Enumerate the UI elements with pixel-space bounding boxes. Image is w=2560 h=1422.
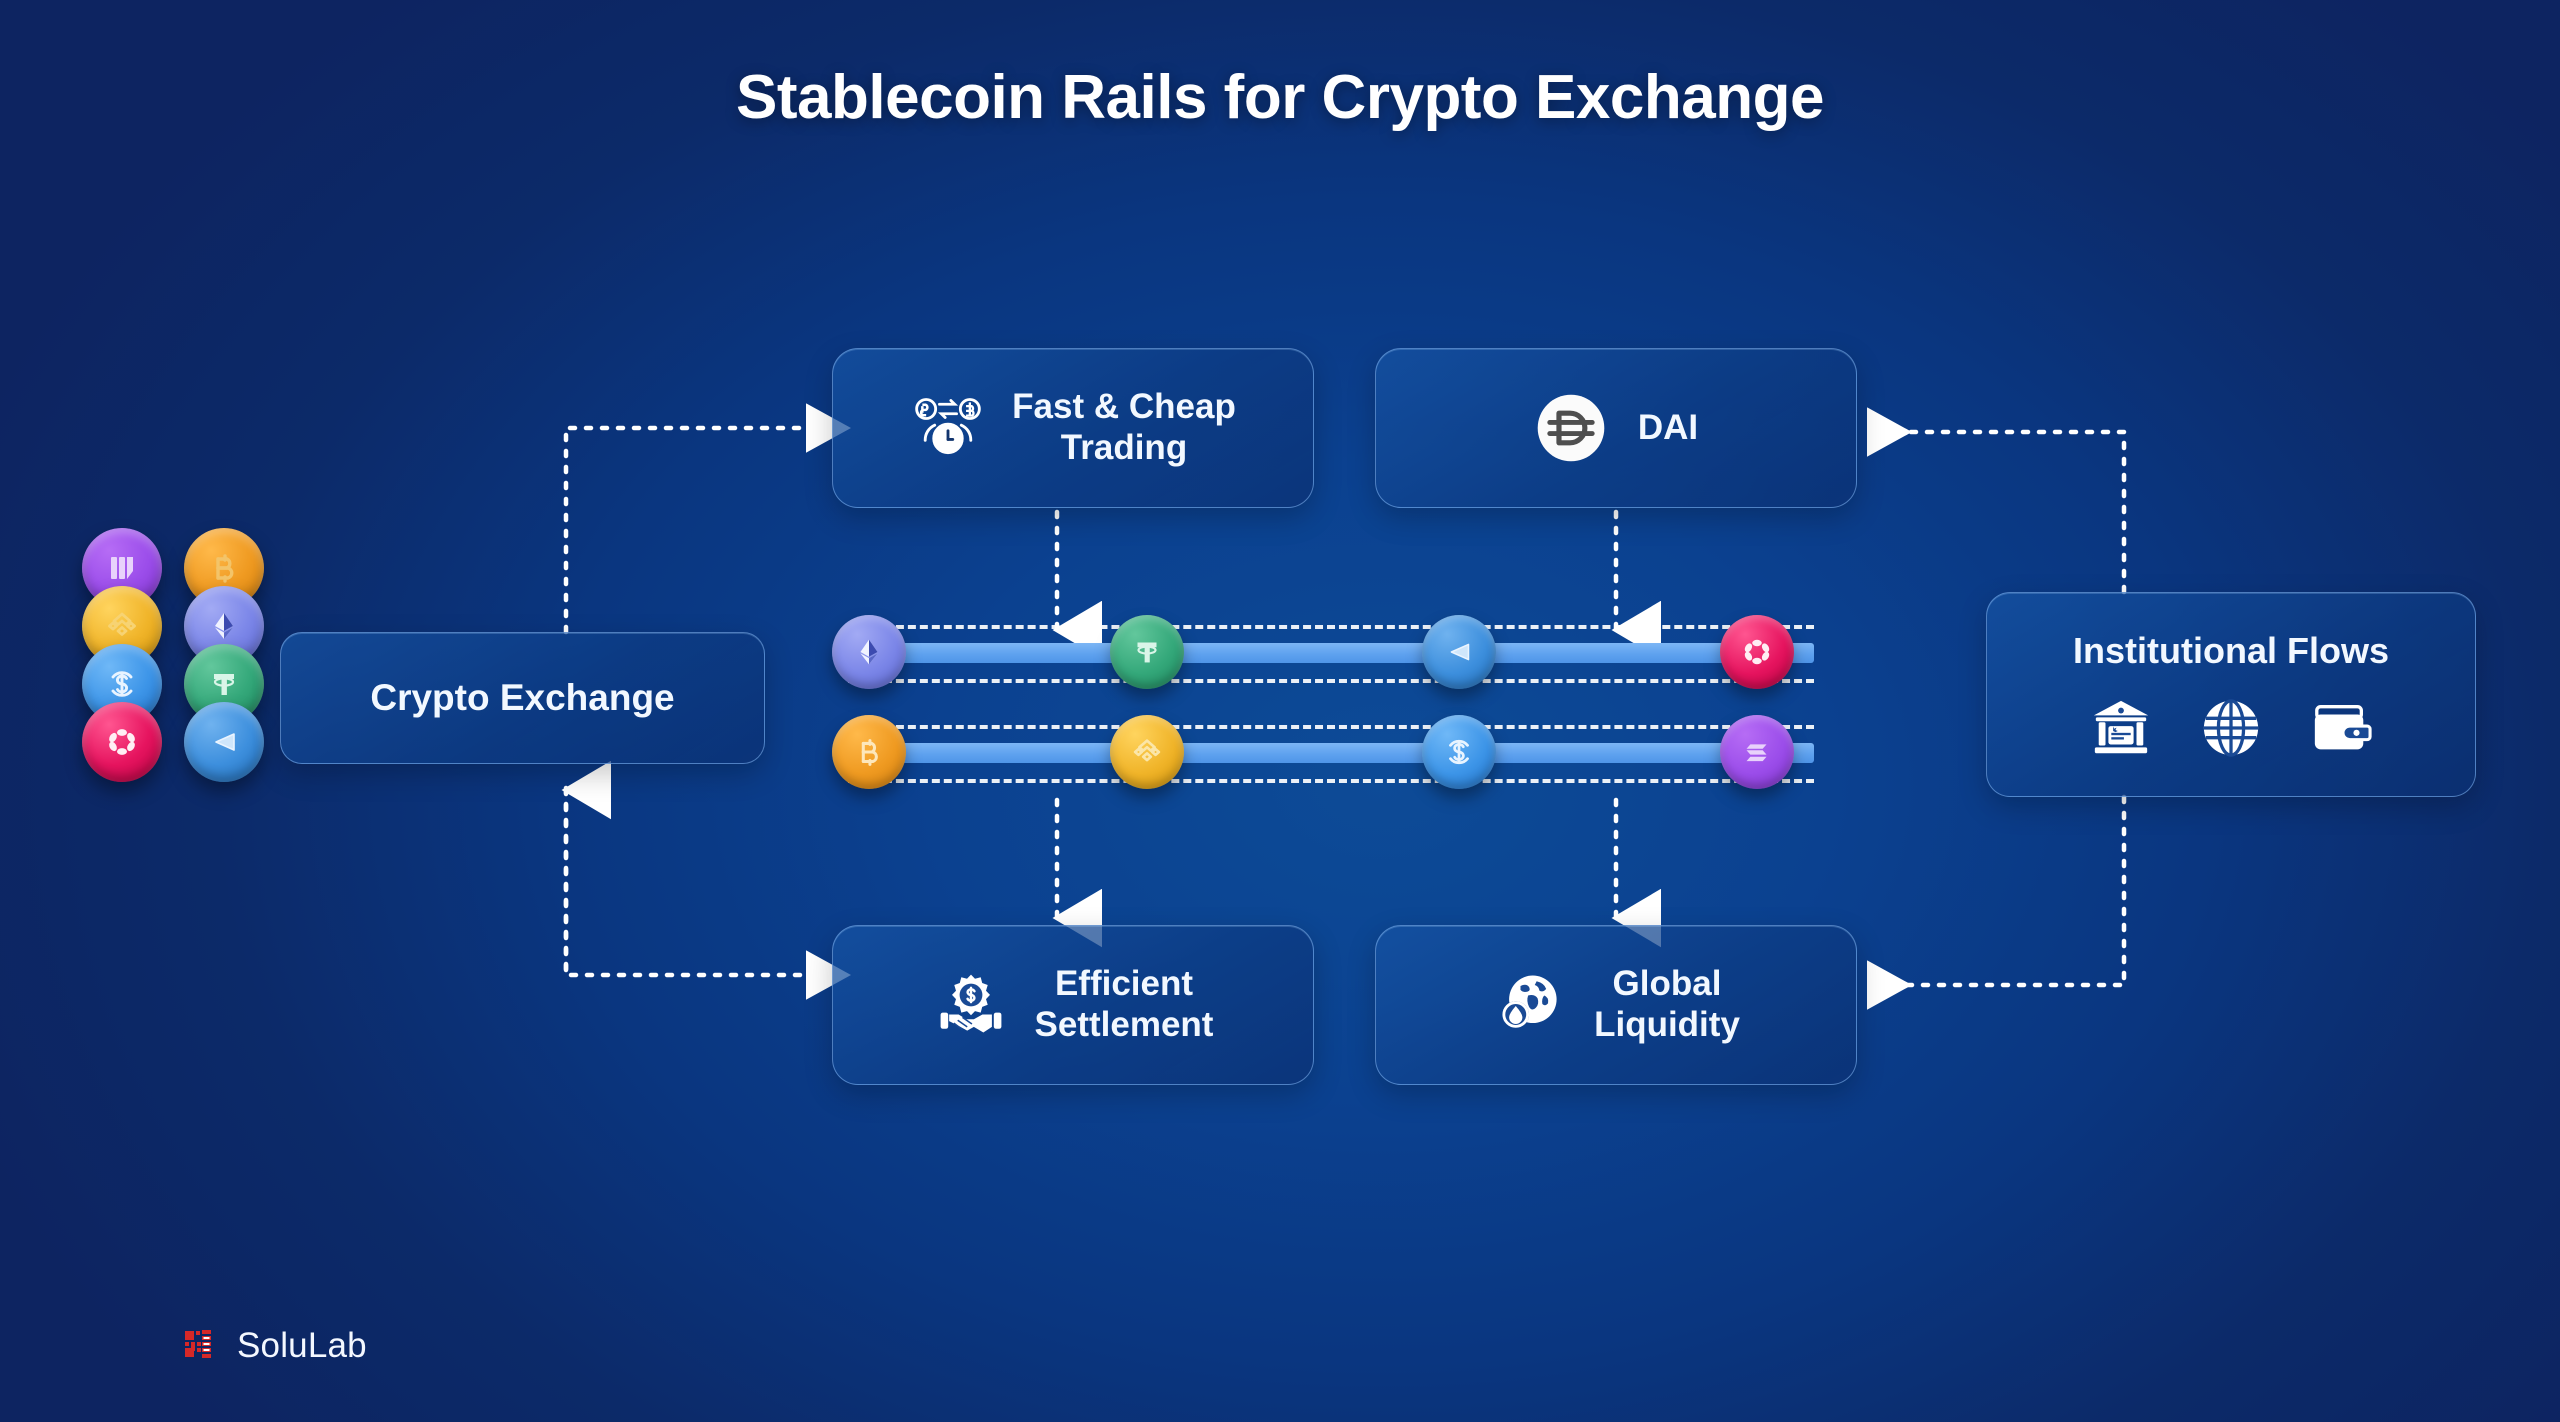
polkadot-coin-icon bbox=[82, 702, 162, 782]
solulab-logo-mark bbox=[185, 1330, 211, 1358]
rail-dash-upper bbox=[848, 725, 1814, 729]
usdc-token-icon[interactable] bbox=[1422, 715, 1496, 789]
solulab-logo-text: SoluLab bbox=[237, 1326, 367, 1365]
polkadot-token-icon[interactable] bbox=[1720, 615, 1794, 689]
globe-droplet-icon bbox=[1492, 967, 1568, 1043]
stablecoin-rail-top bbox=[832, 615, 1814, 689]
solana-token-icon[interactable] bbox=[1720, 715, 1794, 789]
connector-institutional-flows-to-dai bbox=[1867, 407, 2127, 595]
rail-bar bbox=[848, 643, 1814, 663]
rail-dash-lower bbox=[848, 679, 1814, 683]
node-crypto-exchange[interactable]: Crypto Exchange bbox=[280, 632, 765, 764]
institutional-flows-icon-row bbox=[2090, 697, 2372, 759]
solulab-logo: SoluLab bbox=[183, 1326, 367, 1366]
crypto-exchange-label: Crypto Exchange bbox=[370, 676, 675, 718]
rail-dash-lower bbox=[848, 779, 1814, 783]
wallet-icon bbox=[2310, 697, 2372, 759]
efficient-settlement-label: Efficient Settlement bbox=[1035, 964, 1214, 1045]
crypto-coin-cluster bbox=[82, 528, 264, 858]
tether-token-icon[interactable] bbox=[1110, 615, 1184, 689]
handshake-gear-dollar-icon bbox=[933, 967, 1009, 1043]
dai-coin-icon bbox=[1534, 391, 1608, 465]
maker-coin-icon bbox=[82, 528, 162, 608]
bitcoin-token-icon[interactable] bbox=[832, 715, 906, 789]
efficient-settlement-line2: Settlement bbox=[1034, 1005, 1214, 1044]
rail-bar bbox=[848, 743, 1814, 763]
node-global-liquidity[interactable]: Global Liquidity bbox=[1375, 925, 1857, 1085]
bank-card-icon bbox=[2090, 697, 2152, 759]
node-efficient-settlement[interactable]: Efficient Settlement bbox=[832, 925, 1314, 1085]
coin-swap-clock-icon bbox=[910, 390, 986, 466]
global-liquidity-label: Global Liquidity bbox=[1594, 964, 1740, 1045]
dai-label: DAI bbox=[1637, 407, 1699, 447]
ethereum-token-icon[interactable] bbox=[832, 615, 906, 689]
connector-exchange-to-efficient-settlement bbox=[563, 785, 851, 1000]
fast-cheap-trading-label: Fast & Cheap Trading bbox=[1012, 387, 1236, 468]
node-institutional-flows[interactable]: Institutional Flows bbox=[1986, 592, 2476, 797]
page-title: Stablecoin Rails for Crypto Exchange bbox=[736, 63, 1824, 132]
bnb-token-icon[interactable] bbox=[1110, 715, 1184, 789]
institutional-flows-label: Institutional Flows bbox=[2073, 629, 2389, 671]
connector-exchange-to-fast-trading bbox=[563, 403, 851, 635]
fast-trading-line1: Fast & Cheap bbox=[1012, 387, 1236, 427]
node-dai[interactable]: DAI bbox=[1375, 348, 1857, 508]
fast-trading-line2: Trading bbox=[1060, 428, 1188, 467]
rail-dash-upper bbox=[848, 625, 1814, 629]
stablecoin-rail-bottom bbox=[832, 715, 1814, 789]
toncoin-token-icon[interactable] bbox=[1422, 615, 1496, 689]
globe-grid-icon bbox=[2200, 697, 2262, 759]
node-fast-cheap-trading[interactable]: Fast & Cheap Trading bbox=[832, 348, 1314, 508]
toncoin-coin-icon bbox=[184, 702, 264, 782]
efficient-settlement-line1: Efficient bbox=[1054, 964, 1194, 1004]
global-liquidity-line1: Global bbox=[1612, 964, 1722, 1004]
connector-institutional-flows-to-global-liquidity bbox=[1867, 794, 2127, 1010]
global-liquidity-line2: Liquidity bbox=[1594, 1005, 1740, 1044]
